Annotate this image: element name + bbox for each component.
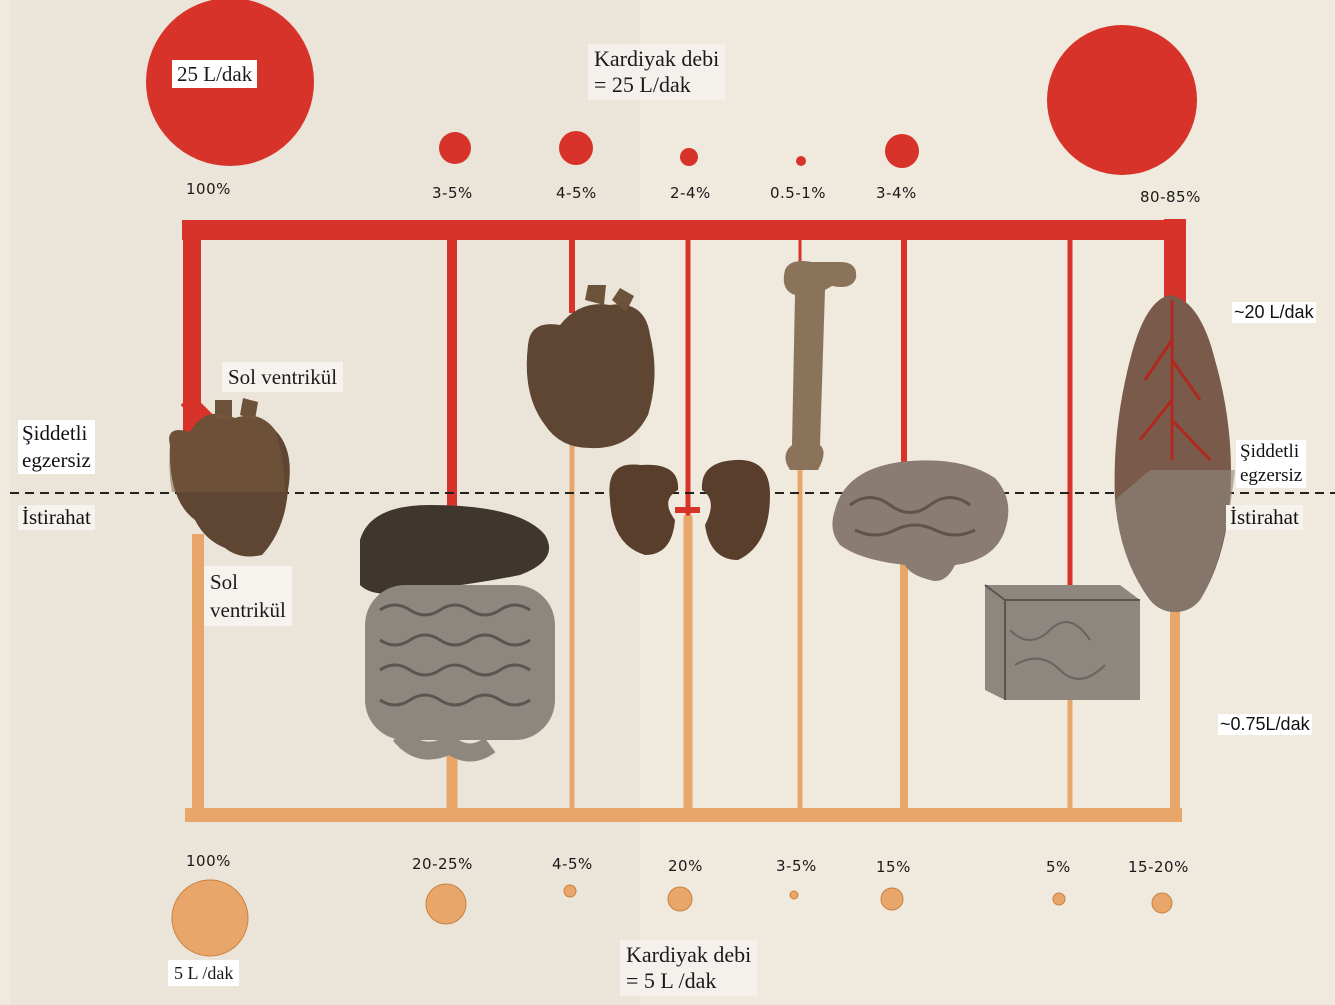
exercise-state-right: Şiddetli egzersiz	[1236, 440, 1306, 488]
liver-intestine	[360, 505, 555, 753]
exercise-circle-brain	[885, 134, 919, 168]
rest-circle-skin	[1053, 893, 1065, 905]
exercise-circle-heart	[559, 131, 593, 165]
exercise-cardiac-output: Kardiyak debi = 25 L/dak	[588, 44, 725, 100]
exercise-percent-kidney: 2-4%	[670, 184, 711, 202]
rest-circle-brain	[881, 888, 903, 910]
exercise-percent-heart: 4-5%	[556, 184, 597, 202]
exercise-ventricle-label: Sol ventrikül	[222, 362, 343, 392]
rest-circle-kidney	[668, 887, 692, 911]
rest-small-circle-label: 5 L /dak	[168, 960, 239, 986]
rest-percent-muscle: 15-20%	[1128, 858, 1189, 876]
exercise-circle-kidney	[680, 148, 698, 166]
exercise-percent-bone: 0.5-1%	[770, 184, 826, 202]
exercise-percent-muscle: 80-85%	[1140, 188, 1201, 206]
exercise-circle-muscle	[1047, 25, 1197, 175]
exercise-big-circle-label: 25 L/dak	[172, 60, 257, 88]
rest-percent-brain: 15%	[876, 858, 911, 876]
skin-flow-rest: ~0.75L/dak	[1218, 714, 1312, 735]
rest-circle-bone	[790, 891, 798, 899]
muscle-flow-exercise: ~20 L/dak	[1232, 302, 1316, 323]
skin-block	[985, 585, 1140, 700]
rest-state-right: İstirahat	[1226, 505, 1303, 530]
rest-percent-bone: 3-5%	[776, 857, 817, 875]
rest-percent-skin: 5%	[1046, 858, 1071, 876]
rest-circle-heart	[564, 885, 576, 897]
exercise-percent-gut: 3-5%	[432, 184, 473, 202]
exercise-circle-gut	[439, 132, 471, 164]
rest-total-circle	[172, 880, 248, 956]
exercise-percent-brain: 3-4%	[876, 184, 917, 202]
rest-circle-muscle	[1152, 893, 1172, 913]
exercise-circle-bone	[796, 156, 806, 166]
rest-percent-kidney: 20%	[668, 857, 703, 875]
rest-percent-gut: 20-25%	[412, 855, 473, 873]
exercise-total-percent: 100%	[186, 180, 231, 198]
rest-cardiac-output: Kardiyak debi = 5 L /dak	[620, 940, 757, 996]
exercise-state-left: Şiddetli egzersiz	[18, 420, 95, 474]
rest-percent-heart: 4-5%	[552, 855, 593, 873]
rest-circle-gut	[426, 884, 466, 924]
rest-ventricle-label: Sol ventrikül	[204, 566, 292, 626]
rest-state-left: İstirahat	[18, 505, 95, 530]
rest-total-percent: 100%	[186, 852, 231, 870]
